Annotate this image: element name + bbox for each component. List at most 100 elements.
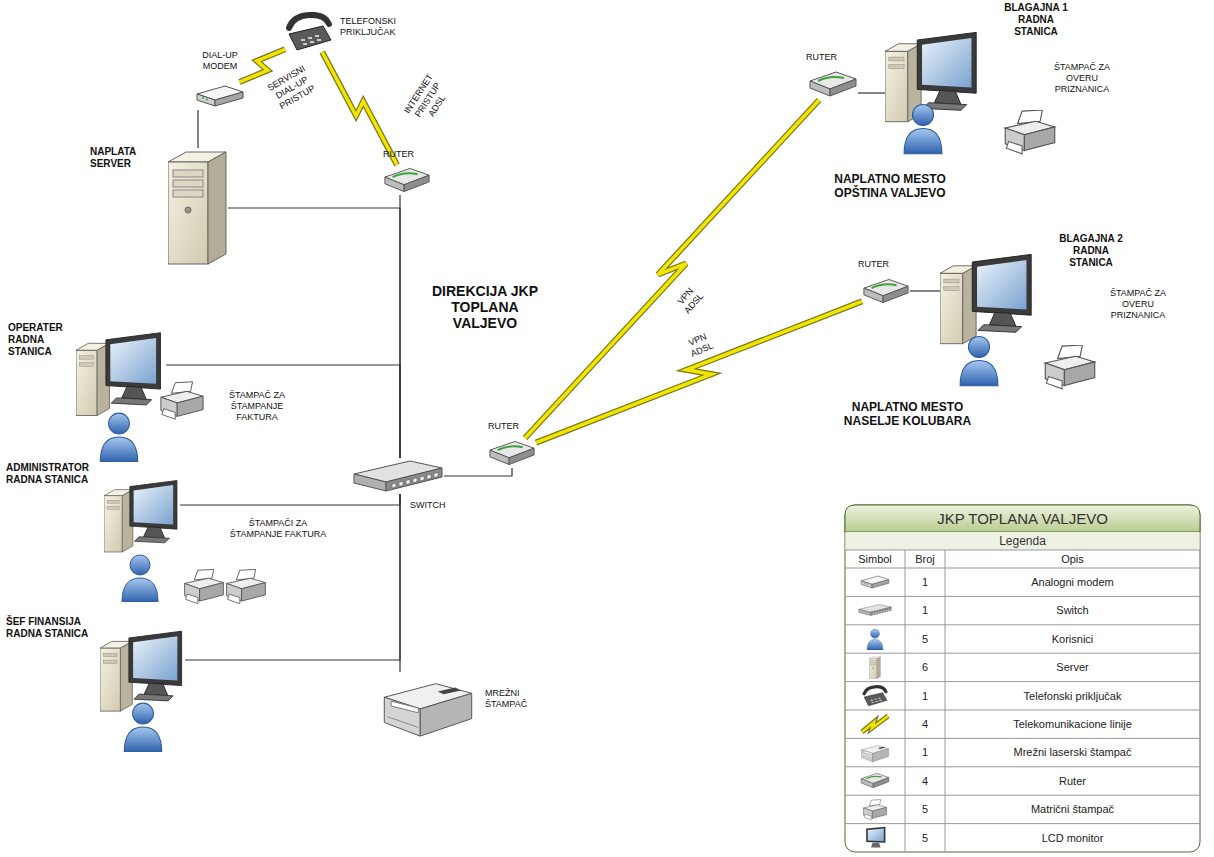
group-label: NAPLATNO MESTO NASELJE KOLUBARA (830, 400, 985, 429)
device-name: ŠTAMPAČ ZA OVERU PRIZNANICA (1052, 62, 1112, 94)
laser-printer-icon (384, 684, 471, 736)
icon-part (845, 568, 1200, 569)
legend-text: LCD monitor (1042, 832, 1104, 844)
link-label: SERVISNI DIAL-UP PRISTUP (261, 61, 322, 115)
invoice-printer: ŠTAMPAČ ZA ŠTAMPANJE FAKTURA (158, 380, 206, 422)
table-header: Broj (905, 550, 945, 568)
legend-icon (869, 657, 880, 679)
device-name: DIAL-UP MODEM (188, 50, 252, 72)
group-label: DIREKCIJA JKP TOPLANA VALJEVO (420, 283, 550, 331)
legend-icon (861, 773, 889, 787)
printer-icon (1005, 110, 1055, 154)
count-cell: 5 (905, 824, 945, 852)
legend-row: Matrični štampač (945, 795, 1200, 823)
network-cable (180, 494, 400, 505)
workstation: BLAGAJNA 1 RADNA STANICA (885, 28, 983, 158)
router: RUTER (808, 68, 858, 100)
device-name: ŠTAMPAČ ZA ŠTAMPANJE FAKTURA (212, 390, 302, 422)
legend-text: Telefonski priključak (1024, 690, 1122, 702)
count-cell: 5 (905, 625, 945, 653)
user-icon (122, 555, 158, 602)
table-header: Simbol (845, 550, 905, 568)
telephone-socket: TELEFONSKI PRIKLJUČAK (285, 12, 333, 52)
icon-part (845, 738, 1200, 739)
link-outline (322, 52, 397, 165)
phone-icon (289, 15, 331, 50)
count-cell: 4 (905, 767, 945, 795)
switch-icon (354, 461, 442, 491)
legend-row: Ruter (945, 767, 1200, 795)
telecom-link (536, 301, 862, 442)
network-cable (197, 110, 198, 148)
device-label: ŠTAMPAČI ZA ŠTAMPANJE FAKTURA (228, 518, 328, 540)
computer-icon (940, 254, 1031, 343)
router: RUTER (488, 438, 536, 468)
legend-icon (861, 576, 889, 588)
link-label: INTERNET PRISTUP ADSL (400, 69, 456, 131)
legend-row: Server (945, 653, 1200, 681)
legend-title: JKP TOPLANA VALJEVO (845, 505, 1200, 532)
link-label: VPN ADSL (680, 328, 720, 361)
server-icon (168, 152, 226, 264)
legend-subheader (846, 532, 1200, 550)
table-header: Opis (945, 550, 1200, 568)
device-name: RUTER (383, 149, 433, 160)
count-cell: 1 (905, 738, 945, 766)
legend-icon (864, 687, 887, 706)
device-label: OPERATER RADNA STANICA (8, 322, 74, 358)
count-cell: 1 (905, 682, 945, 710)
modem-icon (197, 86, 243, 106)
legend-icon (866, 827, 885, 848)
computer-icon (104, 481, 177, 552)
device-name: RUTER (806, 52, 856, 63)
legend-subtitle: Legenda (845, 532, 1200, 550)
workstation: ŠEF FINANSIJA RADNA STANICA (100, 628, 185, 753)
legend-table (845, 505, 1200, 852)
icon-part (845, 823, 1200, 824)
legend-row: Analogni modem (945, 568, 1200, 596)
legend-grid (845, 550, 1200, 852)
device-label: RUTER (488, 421, 533, 432)
icon-part (845, 653, 1200, 654)
legend-icon (862, 746, 889, 762)
device-label: BLAGAJNA 2 RADNA STANICA (1055, 233, 1127, 269)
icon-part (845, 710, 1200, 711)
telecom-link (525, 100, 819, 438)
device-name: ADMINISTRATOR RADNA STANICA (6, 462, 102, 486)
link-label: VPN ADSL (671, 280, 710, 320)
router-icon (864, 279, 908, 302)
telecom-link (322, 52, 397, 165)
icon-part (845, 681, 1200, 682)
user-icon (100, 413, 137, 462)
legend-text: Korisnici (1052, 633, 1094, 645)
device-label: ŠTAMPAČ ZA OVERU PRIZNANICA (1052, 62, 1112, 94)
legend-text: Matrični štampač (1031, 803, 1114, 815)
icon-part (845, 766, 1200, 767)
legend-text: Mrežni laserski štampač (1014, 746, 1132, 758)
receipt-printer: ŠTAMPAČ ZA OVERU PRIZNANICA (1000, 110, 1060, 155)
device-name: OPERATER RADNA STANICA (8, 322, 74, 358)
device-name: MREŽNI ŠTAMPAČ (485, 688, 545, 710)
icon-part (845, 550, 1200, 551)
group-label: NAPLATNO MESTO OPŠTINA VALJEVO (815, 172, 965, 201)
receipt-printer: ŠTAMPAČ ZA OVERU PRIZNANICA (1040, 345, 1100, 390)
device-name: SWITCH (410, 500, 460, 511)
invoice-printers: ŠTAMPAČI ZA ŠTAMPANJE FAKTURA (182, 565, 270, 613)
modem: DIAL-UP MODEM (195, 82, 245, 110)
icon-part (845, 795, 1200, 796)
printer-icon (185, 569, 224, 603)
device-name: ŠTAMPAČI ZA ŠTAMPANJE FAKTURA (228, 518, 328, 540)
legend-icon (859, 604, 892, 615)
network-cable (858, 92, 885, 93)
user-icon (960, 336, 998, 385)
router: RUTER (862, 275, 910, 307)
legend-row: Telekomunikacione linije (945, 710, 1200, 738)
device-label: RUTER (858, 259, 908, 270)
workstation: ADMINISTRATOR RADNA STANICA (104, 478, 180, 606)
device-label: RUTER (806, 52, 856, 63)
legend-header (845, 505, 1200, 532)
device-label: DIAL-UP MODEM (188, 50, 252, 72)
workstation: OPERATER RADNA STANICA (76, 330, 166, 464)
device-label: ADMINISTRATOR RADNA STANICA (6, 462, 102, 486)
